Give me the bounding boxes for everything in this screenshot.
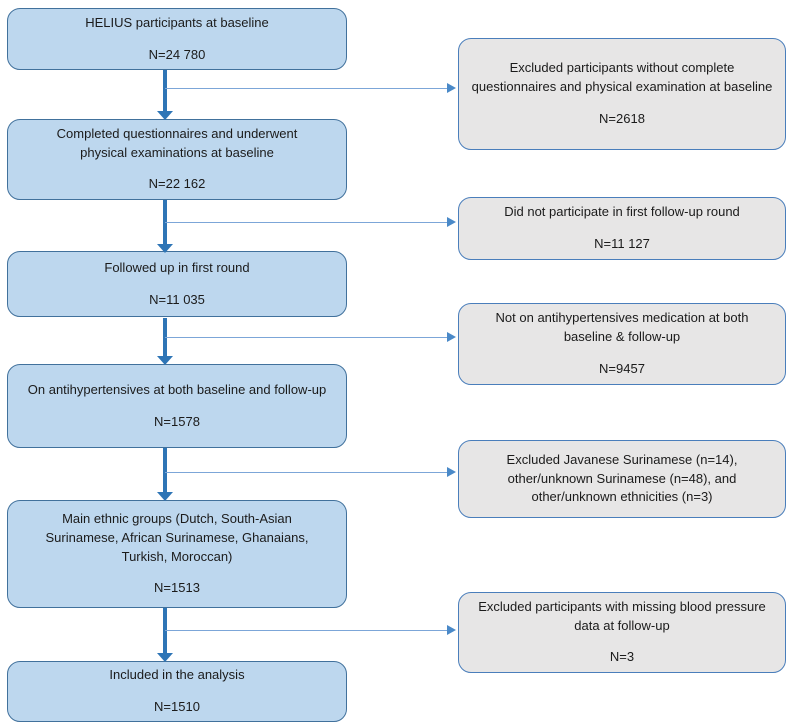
box-count: N=9457 bbox=[599, 360, 645, 376]
box-label: Included in the analysis bbox=[109, 667, 245, 683]
down-arrow-3-head-icon bbox=[157, 356, 173, 365]
down-arrow-5-head-icon bbox=[157, 653, 173, 662]
branch-connector-1-line bbox=[165, 88, 448, 89]
branch-connector-3-line bbox=[165, 337, 448, 338]
flow-box-no-first-followup: Did not participate in first follow-up r… bbox=[458, 197, 786, 260]
box-label: Not on antihypertensives medication at b… bbox=[495, 310, 749, 345]
box-count: N=2618 bbox=[599, 110, 645, 126]
box-count: N=11 127 bbox=[594, 236, 650, 251]
flow-box-excluded-ethnic-subgroups: Excluded Javanese Surinamese (n=14), oth… bbox=[458, 440, 786, 518]
flow-box-excluded-incomplete-baseline: Excluded participants without complete q… bbox=[458, 38, 786, 150]
box-count: N=11 035 bbox=[149, 291, 205, 307]
box-label: HELIUS participants at baseline bbox=[85, 14, 269, 30]
down-arrow-4-line bbox=[163, 448, 167, 492]
box-label: Excluded Javanese Surinamese (n=14), oth… bbox=[506, 451, 738, 505]
box-label: Excluded participants without complete q… bbox=[471, 60, 773, 95]
flow-box-helius-baseline: HELIUS participants at baseline N=24 780 bbox=[7, 8, 347, 70]
branch-connector-5-line bbox=[165, 630, 448, 631]
flow-box-followed-up-first-round: Followed up in first round N=11 035 bbox=[7, 251, 347, 317]
box-count: N=1578 bbox=[154, 413, 200, 429]
branch-connector-2-head-icon bbox=[447, 217, 456, 227]
flow-box-not-on-antihypertensives: Not on antihypertensives medication at b… bbox=[458, 303, 786, 385]
box-count: N=1510 bbox=[154, 699, 200, 714]
box-label: Followed up in first round bbox=[104, 259, 250, 275]
box-label: Main ethnic groups (Dutch, South-Asian S… bbox=[45, 510, 309, 564]
down-arrow-4-head-icon bbox=[157, 492, 173, 501]
flow-box-excluded-missing-bp: Excluded participants with missing blood… bbox=[458, 592, 786, 673]
box-label: Completed questionnaires and underwent p… bbox=[56, 125, 298, 160]
box-label: Did not participate in first follow-up r… bbox=[504, 204, 740, 220]
down-arrow-1-head-icon bbox=[157, 111, 173, 120]
box-count: N=3 bbox=[609, 649, 635, 665]
branch-connector-4-line bbox=[165, 472, 448, 473]
branch-connector-1-head-icon bbox=[447, 83, 456, 93]
box-label: Excluded participants with missing blood… bbox=[478, 598, 766, 633]
branch-connector-4-head-icon bbox=[447, 467, 456, 477]
flow-box-main-ethnic-groups: Main ethnic groups (Dutch, South-Asian S… bbox=[7, 500, 347, 608]
branch-connector-3-head-icon bbox=[447, 332, 456, 342]
flow-box-included-in-analysis: Included in the analysis N=1510 bbox=[7, 661, 347, 722]
box-count: N=1513 bbox=[154, 580, 200, 596]
down-arrow-1-line bbox=[163, 70, 167, 111]
branch-connector-5-head-icon bbox=[447, 625, 456, 635]
branch-connector-2-line bbox=[165, 222, 448, 223]
box-count: N=22 162 bbox=[148, 176, 206, 192]
down-arrow-2-head-icon bbox=[157, 244, 173, 253]
box-count: N=24 780 bbox=[148, 46, 206, 62]
box-label: On antihypertensives at both baseline an… bbox=[27, 381, 327, 397]
flow-box-on-antihypertensives: On antihypertensives at both baseline an… bbox=[7, 364, 347, 448]
flow-box-completed-questionnaires: Completed questionnaires and underwent p… bbox=[7, 119, 347, 200]
